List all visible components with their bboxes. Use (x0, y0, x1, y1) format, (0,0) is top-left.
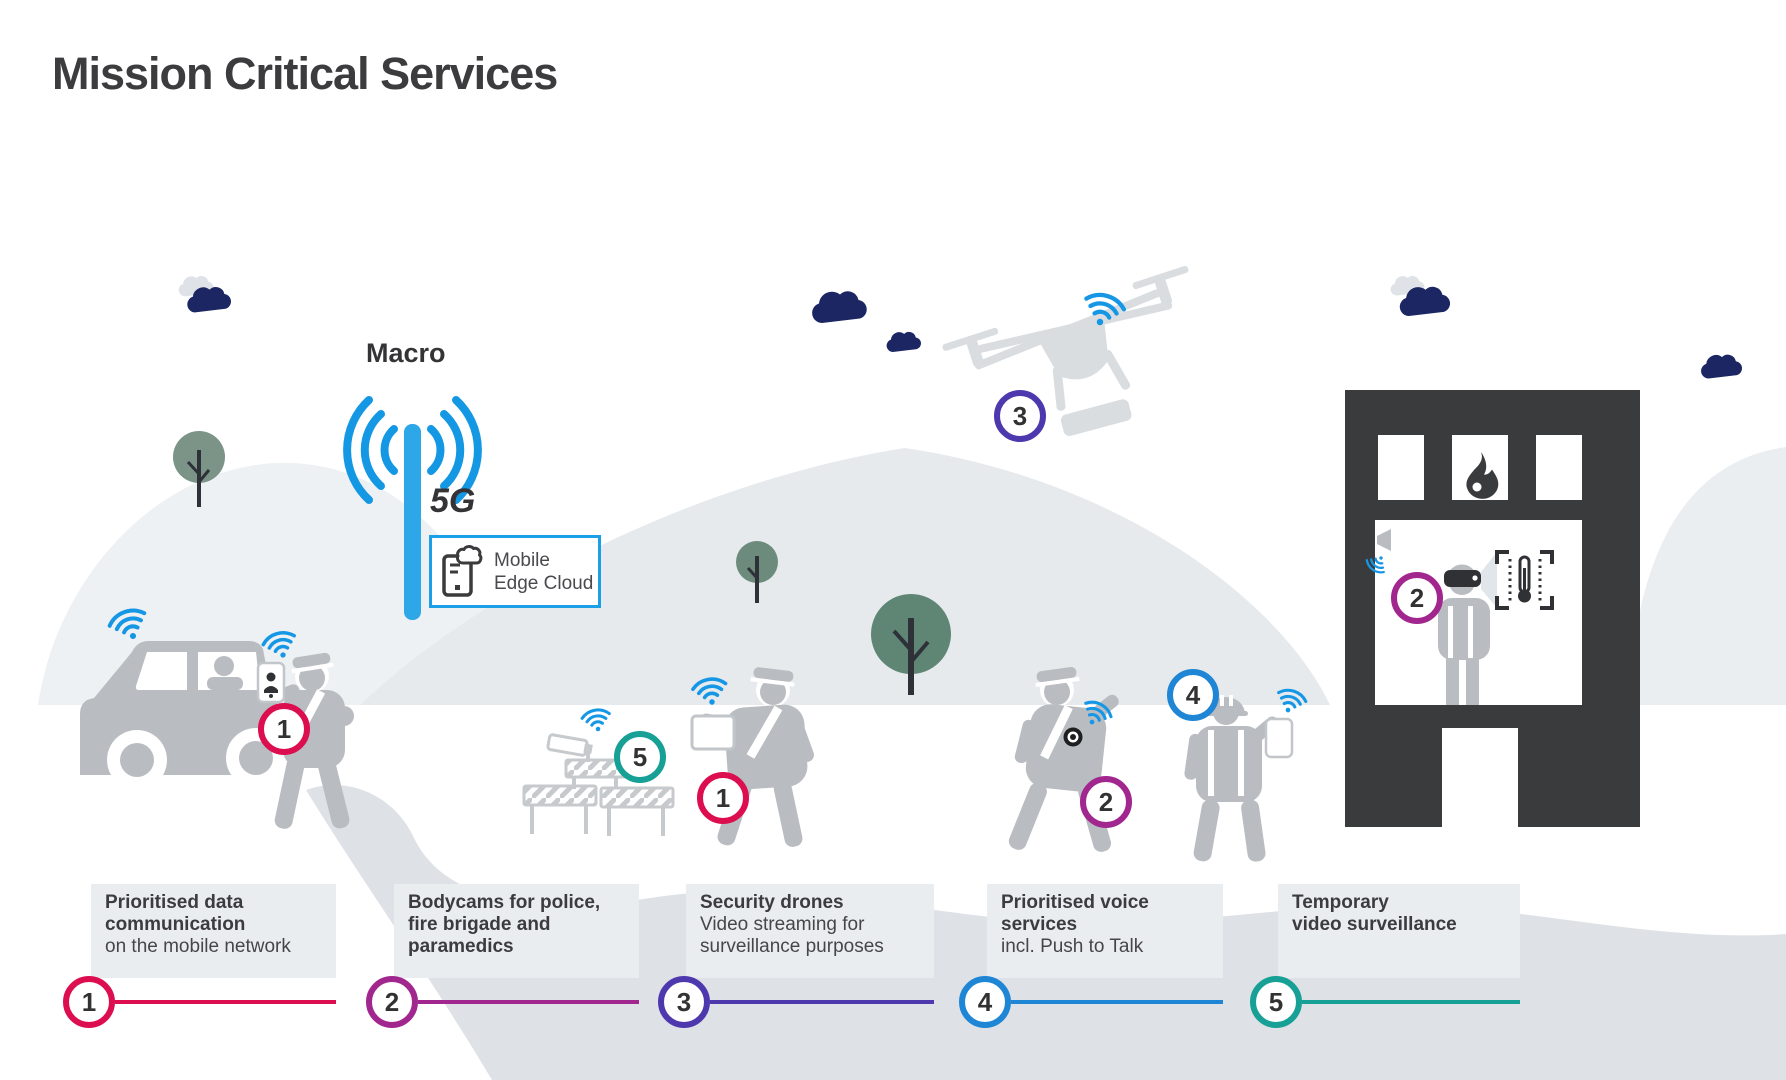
fire-inner-notch (1472, 482, 1482, 492)
car-wheel (120, 743, 154, 777)
legend-line-5 (1302, 1000, 1520, 1004)
legend-box-5: Temporary video surveillance (1278, 884, 1520, 978)
tree-small-middle (736, 541, 778, 603)
tablet-icon (690, 714, 736, 751)
legend-line-2 (418, 1000, 639, 1004)
badge-tablet-1: 1 (697, 772, 749, 824)
speaker-icon (1377, 529, 1391, 551)
page-title: Mission Critical Services (52, 48, 558, 99)
badge-worker-4: 4 (1167, 669, 1219, 721)
badge-camera-5: 5 (614, 731, 666, 783)
5g-label: 5G (430, 482, 476, 520)
mobile-edge-cloud-box: Mobile Edge Cloud (429, 535, 601, 608)
camera-wifi-icon (579, 706, 614, 736)
legend-badge-3: 3 (658, 976, 710, 1028)
legend-line-1 (115, 1000, 336, 1004)
scan-beam (1481, 552, 1497, 608)
macro-antenna (343, 396, 482, 620)
driver-head (214, 656, 234, 676)
macro-cell-label: Macro (366, 338, 446, 368)
antenna-signal-arcs (343, 396, 482, 504)
badge-building-2: 2 (1391, 572, 1443, 624)
building-window (1378, 435, 1424, 500)
edge-cloud-label: Mobile Edge Cloud (494, 549, 594, 594)
legend-bold-2: Bodycams for police, fire brigade and pa… (408, 892, 601, 957)
thermal-scan-person (1438, 552, 1497, 705)
worker-with-phone (1184, 685, 1310, 862)
car-rear-window (135, 652, 187, 690)
thermal-scan-target-icon (1495, 550, 1554, 610)
ptt-phone-icon (1264, 717, 1294, 759)
legend-line-3 (710, 1000, 934, 1004)
badge-drone-3: 3 (994, 390, 1046, 442)
headcam-icon (1444, 570, 1481, 587)
cctv-camera-icon (546, 733, 593, 757)
legend-regular-1: on the mobile network (105, 936, 291, 957)
legend-regular-4: incl. Push to Talk (1001, 936, 1144, 957)
building-door (1442, 728, 1518, 827)
police-car-scene (80, 606, 354, 829)
legend-bold-4: Prioritised voice services (1001, 892, 1149, 935)
tree-large (871, 594, 951, 695)
tree-small-left (173, 431, 225, 507)
legend-line-4 (1011, 1000, 1223, 1004)
legend-badge-4: 4 (959, 976, 1011, 1028)
legend-badge-5: 5 (1250, 976, 1302, 1028)
surveillance-barrier-scene (522, 706, 675, 836)
legend-badge-1: 1 (63, 976, 115, 1028)
building-window (1536, 435, 1582, 500)
legend-box-2: Bodycams for police, fire brigade and pa… (394, 884, 639, 978)
legend-bold-3: Security drones (700, 892, 844, 913)
edge-cloud-server-icon (442, 544, 483, 597)
driver-shoulders (207, 677, 243, 690)
legend-bold-5: Temporary video surveillance (1292, 892, 1457, 935)
building (1345, 390, 1640, 827)
legend-regular-3: Video streaming for surveillance purpose… (700, 914, 884, 957)
drone (942, 266, 1189, 436)
badge-car-1: 1 (258, 703, 310, 755)
barrier-legs (530, 777, 665, 836)
legend-bold-1: Prioritised data communication (105, 892, 246, 935)
legend-badge-2: 2 (366, 976, 418, 1028)
trees (173, 431, 951, 695)
badge-bodycam-2: 2 (1080, 776, 1132, 828)
car-wheel (239, 741, 273, 775)
